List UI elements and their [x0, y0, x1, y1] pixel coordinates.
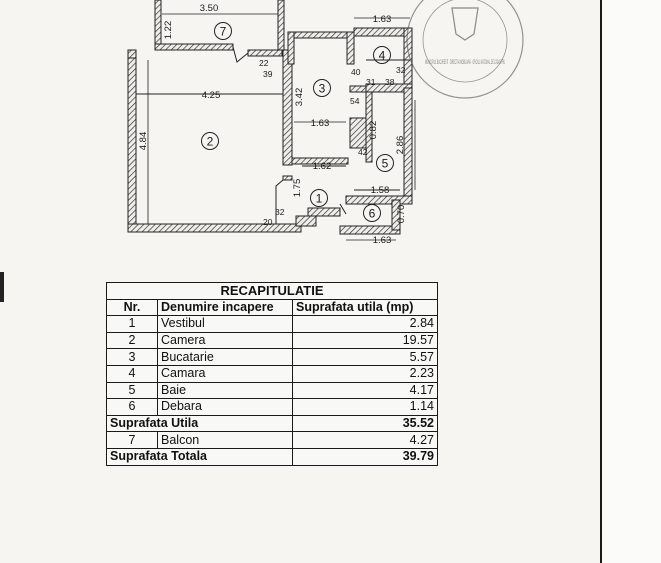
room-marker-7	[214, 22, 232, 40]
row-name: Baie	[157, 381, 293, 400]
dim-room2-width: 4.25	[202, 90, 221, 101]
balcony-nr: 7	[106, 431, 158, 449]
grand-total-row: Suprafata Totala 39.79	[106, 447, 438, 466]
thick-40: 40	[351, 67, 361, 77]
useful-total-value: 35.52	[292, 414, 438, 433]
room-marker-6	[363, 204, 381, 222]
dim-room3-width: 1.63	[311, 118, 330, 129]
thick-32b: 32	[275, 207, 285, 217]
row-area: 5.57	[292, 348, 438, 366]
thick-32a: 32	[396, 65, 406, 75]
room-marker-5	[376, 154, 394, 172]
row-area: 2.84	[292, 315, 438, 333]
dim-bottom-width: 1.63	[373, 235, 392, 246]
room-number-6: 6	[369, 207, 376, 221]
row-area: 1.14	[292, 398, 438, 416]
row-name: Vestibul	[157, 315, 293, 333]
room-number-3: 3	[319, 82, 326, 96]
table-row: 6 Debara 1.14	[106, 398, 438, 416]
useful-total-row: Suprafata Utila 35.52	[106, 414, 438, 433]
dim-wall-082: 0.82	[368, 121, 379, 140]
row-name: Camara	[157, 364, 293, 383]
table-row: 3 Bucatarie 5.57	[106, 348, 438, 366]
dimension-labels: 3.50 1.22 4.25 4.84 3.42 1.63 1.63 1.58 …	[138, 3, 407, 246]
dim-balcony-depth: 1.22	[163, 21, 174, 40]
room-marker-1	[310, 189, 328, 207]
col-header-nr: Nr.	[106, 298, 158, 317]
table-row: 1 Vestibul 2.84	[106, 315, 438, 333]
balcony-name: Balcon	[157, 431, 293, 449]
table-row: 4 Camara 2.23	[106, 364, 438, 383]
thick-38: 38	[385, 77, 395, 87]
binding-mark	[0, 272, 4, 302]
balcony-row: 7 Balcon 4.27	[106, 431, 438, 449]
thick-39: 39	[263, 69, 273, 79]
table-row: 5 Baie 4.17	[106, 381, 438, 400]
room-marker-4	[373, 46, 391, 64]
dim-balcony-length: 3.50	[200, 3, 219, 14]
dim-wall-070: 0.70	[396, 205, 407, 224]
floor-plan: 7 2 3 4 5 1 6 3.50 1.22 4.25 4.84 3.42 1…	[127, 0, 524, 246]
dim-hall-width: 1.62	[313, 161, 332, 172]
row-nr: 6	[106, 398, 158, 416]
dim-bath-width: 1.58	[371, 185, 390, 196]
dim-bath-height: 2.86	[395, 136, 406, 155]
row-nr: 2	[106, 331, 158, 350]
room-markers	[201, 22, 394, 222]
balcony-area: 4.27	[292, 431, 438, 449]
useful-total-label: Suprafata Utila	[106, 414, 293, 433]
thick-42: 42	[358, 147, 368, 157]
coat-of-arms-icon	[451, 7, 479, 41]
room-marker-2	[201, 132, 219, 150]
thick-31: 31	[366, 77, 376, 87]
thick-22: 22	[259, 58, 269, 68]
thick-20: 20	[263, 217, 273, 227]
room-number-1: 1	[316, 192, 323, 206]
recap-table: RECAPITULATIE Nr. Denumire incapere Supr…	[106, 282, 438, 466]
row-name: Camera	[157, 331, 293, 350]
row-name: Bucatarie	[157, 348, 293, 366]
page-margin	[602, 0, 661, 563]
room-number-7: 7	[220, 25, 227, 39]
room-number-4: 4	[379, 49, 386, 63]
stamp-text: MUNICIPIUL BUCURESTI · DIRECTIA IMOBILIA…	[425, 59, 505, 66]
room-number-2: 2	[207, 135, 214, 149]
room-number-5: 5	[382, 157, 389, 171]
row-area: 4.17	[292, 381, 438, 400]
dim-top-right-width: 1.63	[373, 14, 392, 25]
row-area: 2.23	[292, 364, 438, 383]
row-nr: 5	[106, 381, 158, 400]
thick-54: 54	[350, 96, 360, 106]
dim-room2-height: 4.84	[138, 132, 149, 151]
recap-title: RECAPITULATIE	[106, 282, 438, 300]
dim-hall-height: 1.75	[292, 179, 303, 198]
row-area: 19.57	[292, 331, 438, 350]
page-edge-line	[600, 0, 602, 563]
row-nr: 4	[106, 364, 158, 383]
room-marker-3	[313, 79, 331, 97]
row-name: Debara	[157, 398, 293, 416]
wall-thickness-labels: 22 39 40 31 38 32 54 42 32 20	[259, 58, 406, 227]
grand-total-value: 39.79	[292, 447, 438, 466]
table-row: 2 Camera 19.57	[106, 331, 438, 350]
official-stamp: MUNICIPIUL BUCURESTI · DIRECTIA IMOBILIA…	[406, 0, 524, 99]
col-header-name: Denumire incapere	[157, 298, 293, 317]
row-nr: 1	[106, 315, 158, 333]
row-nr: 3	[106, 348, 158, 366]
dim-room3-height: 3.42	[294, 88, 305, 107]
dimension-lines	[142, 13, 416, 241]
grand-total-label: Suprafata Totala	[106, 447, 293, 466]
col-header-area: Suprafata utila (mp)	[292, 298, 438, 317]
plan-walls	[127, 0, 413, 235]
